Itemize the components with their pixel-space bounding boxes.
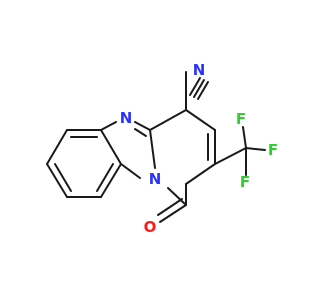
atom-fluorine-1: F: [236, 110, 246, 128]
nitrile-group: [185, 71, 209, 100]
bond-c5a-c9a: [100, 129, 122, 165]
carbonyl-group: [157, 198, 187, 223]
structure-canvas: N N N O F F F: [46, 61, 278, 236]
bond-c4a-c4: [149, 109, 187, 131]
atom-fluorine-2: F: [268, 141, 278, 159]
bond-n-c4a: [134, 121, 151, 131]
bond-nitrile-triple-2: [189, 77, 201, 96]
bond-c8-c7-inner: [54, 163, 72, 192]
bond-cf3-f2: [245, 147, 266, 151]
bond-c6-c5a-inner: [96, 163, 114, 192]
bond-c4a-nbridge: [149, 129, 156, 169]
atom-ring-n: N: [120, 109, 133, 127]
atom-fluorine-3: F: [240, 173, 250, 191]
atom-bridge-n: N: [149, 170, 162, 188]
bond-n-c4a-inner: [134, 128, 147, 137]
bond-c8-c7: [46, 163, 68, 198]
pyridone-ring: [149, 79, 216, 206]
bond-co-o: [159, 204, 187, 223]
bond-c6-c5a: [100, 163, 122, 198]
imidazole-ring: [100, 121, 156, 179]
molecule-diagram: N N N O F F F: [46, 61, 279, 236]
trifluoromethyl-group: [214, 126, 266, 176]
bond-nbridge-c5a: [120, 163, 141, 179]
bond-c4-c3: [185, 109, 216, 131]
bond-co-nbridge: [167, 187, 187, 206]
bond-c9-c8: [46, 129, 68, 165]
atom-nitrile-n: N: [193, 61, 206, 79]
bond-co-o-double: [157, 198, 183, 216]
bond-c2-cf3: [214, 147, 247, 165]
bond-nitrile-triple-1: [193, 79, 205, 98]
atom-carbonyl-o: O: [144, 218, 157, 236]
benzene-ring: [46, 129, 122, 198]
bond-c2-ch2: [185, 163, 216, 185]
bond-cf3-f1: [242, 126, 247, 149]
bond-c9a-n: [100, 121, 117, 131]
bond-nitrile-triple-3: [197, 81, 209, 100]
